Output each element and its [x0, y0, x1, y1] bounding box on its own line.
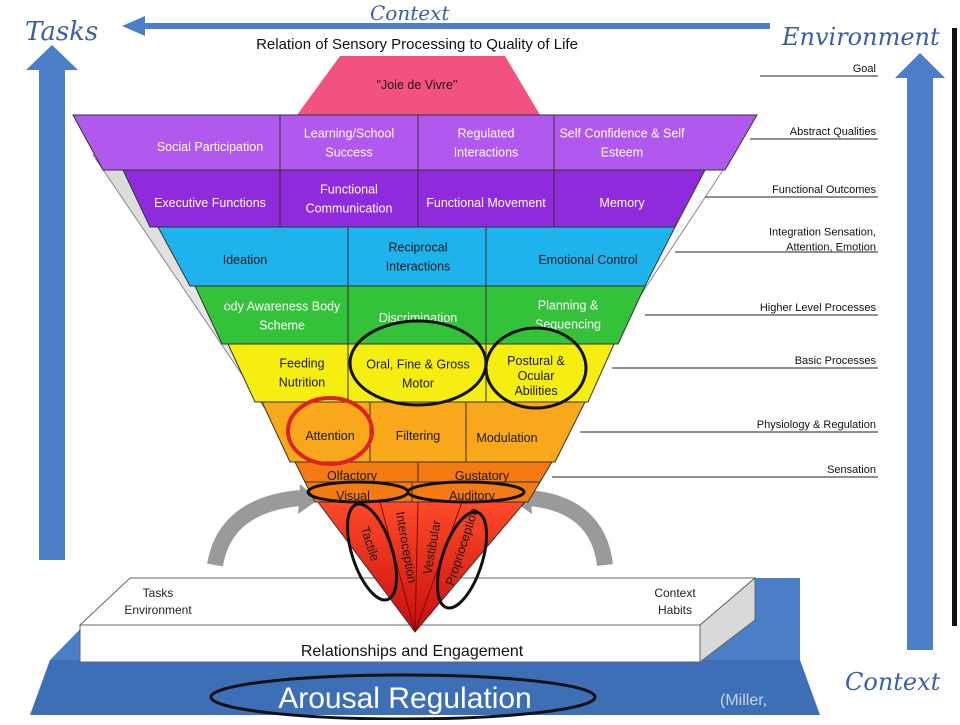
base-platform [30, 576, 820, 715]
citation-text: (Miller, [720, 692, 767, 709]
higher-cell-3: Planning &Sequencing [535, 299, 601, 332]
postural-highlight-ellipse [484, 326, 588, 410]
context-bottom-label: Context [845, 668, 941, 696]
functional-cell-1: Executive Functions [154, 196, 266, 210]
auditory-highlight-ellipse [406, 480, 526, 504]
tactile-highlight-ellipse [345, 502, 399, 602]
right-edge-line [952, 28, 957, 626]
functional-cell-4: Memory [599, 196, 645, 210]
goal-trapezoid [297, 56, 540, 115]
functional-cell-3: Functional Movement [426, 196, 546, 210]
integration-cell-1: Ideation [223, 253, 268, 267]
right-curved-arrow [528, 490, 613, 567]
physiology-cell-1: Attention [305, 429, 354, 443]
level-label-3: Functional Outcomes [772, 184, 876, 196]
sensation-cell-2: Gustatory [455, 469, 510, 483]
left-curved-arrowhead [298, 484, 318, 514]
left-curved-arrow [207, 490, 301, 567]
abstract-row [72, 114, 758, 171]
attention-highlight-ellipse [286, 396, 374, 466]
level-label-5: Higher Level Processes [760, 302, 877, 314]
environment-vertical-arrow [895, 53, 945, 650]
sensation-cell-1: Olfactory [327, 469, 378, 483]
tasks-vertical-arrow [26, 45, 78, 560]
proprioception-highlight-ellipse [435, 510, 489, 610]
relationships-engagement-label: Relationships and Engagement [301, 643, 524, 660]
level-label-1: Goal [853, 63, 876, 75]
goal-text: "Joie de Vivre" [377, 78, 458, 92]
level-label-7: Physiology & Regulation [757, 419, 876, 431]
level-label-2: Abstract Qualities [790, 126, 877, 138]
environment-label: Environment [781, 23, 940, 51]
arousal-regulation-label: Arousal Regulation [278, 682, 532, 715]
arousal-highlight-ellipse [209, 673, 597, 721]
tasks-label: Tasks [25, 17, 98, 47]
level-label-4: Integration Sensation,Attention, Emotion [769, 227, 876, 254]
sensation-cone [317, 501, 527, 633]
context-top-label: Context [370, 1, 450, 25]
diagram-title: Relation of Sensory Processing to Qualit… [256, 36, 578, 53]
physiology-cell-2: Filtering [396, 429, 441, 443]
sensation-cell-2: Auditory [449, 489, 496, 503]
physiology-row [261, 401, 586, 463]
level-label-8: Sensation [827, 464, 876, 476]
abstract-cell-1: Social Participation [157, 140, 263, 154]
base-left-text-2: Environment [124, 603, 192, 617]
basic-row [227, 343, 615, 403]
sensation-cell-1: Visual [336, 489, 370, 503]
integration-cell-3: Emotional Control [538, 253, 637, 267]
level-label-6: Basic Processes [795, 355, 877, 367]
base-left-text-1: Tasks [143, 586, 174, 600]
base-right-text-1: Context [654, 586, 696, 600]
physiology-cell-3: Modulation [476, 431, 537, 445]
base-right-text-2: Habits [658, 603, 692, 617]
context-horizontal-arrow [122, 16, 770, 36]
